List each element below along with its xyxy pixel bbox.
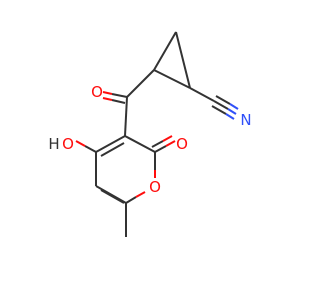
molecule-diagram: O H O O O N [48,31,252,237]
ring-oxygen-label: O [149,178,161,196]
bond [189,87,215,102]
pyranone-ring [95,135,156,204]
cyclopropane-ring [153,31,191,89]
bond [154,145,167,153]
bond [151,140,164,148]
hydroxyl-hydrogen-label: H [48,135,59,153]
bond [165,140,176,147]
bond [162,135,173,142]
molecule-structure: O H O O O N [48,31,252,237]
bond [225,113,235,120]
bond [125,196,137,204]
bond [175,31,191,89]
bond [135,191,146,198]
bond [111,99,126,104]
bond [124,96,128,137]
bond [102,91,113,95]
carbonyl-oxygen-label: O [91,83,103,101]
bond [211,105,227,115]
bond [102,97,113,101]
nitrile-group [189,87,239,120]
ketone-carbonyl [102,91,128,104]
lactone-carbonyl [151,135,176,153]
bond [215,95,231,105]
bond [75,140,86,147]
bond [213,100,229,110]
lactone-carbonyl-oxygen-label: O [176,135,188,153]
bond [100,189,125,204]
bond [84,145,97,153]
hydroxyl-group [75,140,97,153]
bond [111,93,128,98]
bond [153,31,177,71]
nitrile-nitrogen-label: N [240,111,251,129]
hydroxyl-oxygen-label: O [62,135,74,153]
bond [95,135,126,153]
bond [126,69,155,98]
bond [153,69,191,89]
bond [227,108,237,115]
bond [124,135,156,153]
bond [229,103,239,110]
bond [100,142,125,157]
